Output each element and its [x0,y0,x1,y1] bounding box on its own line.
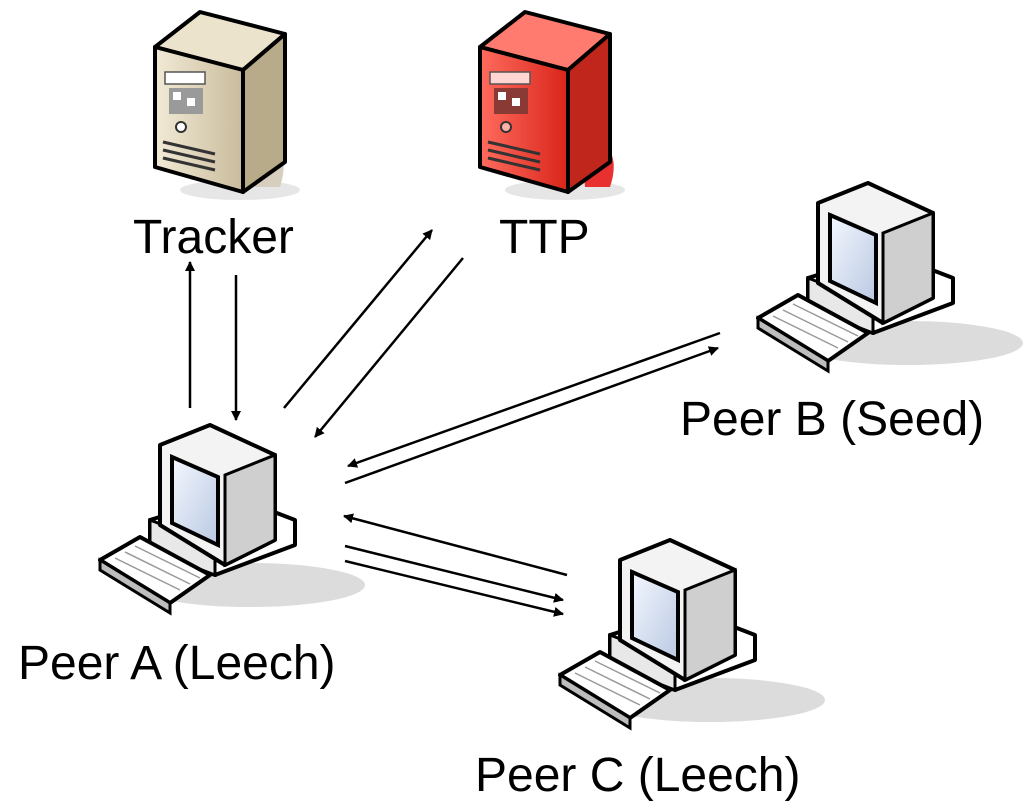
peer-b-computer-icon [756,181,1023,374]
arrow-peer-b-to-peer-a [347,331,721,468]
arrow-peer-c-to-peer-a [343,513,568,577]
tracker-label: Tracker [133,211,294,264]
arrow-peer-a-to-peer-c-2 [344,559,564,617]
peer-b-label: Peer B (Seed) [680,393,985,446]
arrow-peer-a-to-ttp [283,229,433,409]
ttp-server-icon [478,10,625,200]
arrow-peer-a-to-peer-c-1 [344,544,564,603]
peer-a-label: Peer A (Leech) [18,637,336,690]
peer-c-computer-icon [558,538,825,731]
arrow-ttp-to-peer-a [314,257,464,438]
tracker-server-icon [153,10,300,200]
peer-c-label: Peer C (Leech) [475,749,801,802]
arrow-peer-a-to-peer-b [344,346,719,485]
ttp-label: TTP [499,211,590,264]
peer-a-computer-icon [98,423,365,616]
